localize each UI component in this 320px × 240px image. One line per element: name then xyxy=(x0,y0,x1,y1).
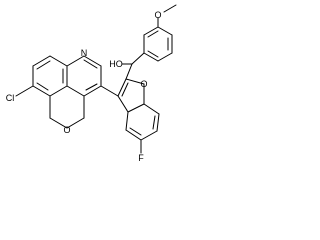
bond-lines xyxy=(15,4,177,154)
chlorine-label: Cl xyxy=(6,93,15,103)
fluorine-label: F xyxy=(138,153,144,163)
chemical-structure-diagram: Cl N O O HO F O xyxy=(0,0,184,189)
atom-labels: Cl N O O HO F O xyxy=(6,10,162,163)
pyridine-nitrogen-label: N xyxy=(81,48,88,58)
pyran-oxygen-label: O xyxy=(63,125,70,135)
methoxy-oxygen-label: O xyxy=(154,10,161,20)
background xyxy=(0,0,184,189)
furan-oxygen-label: O xyxy=(140,79,147,89)
hydroxyl-label: HO xyxy=(109,59,123,69)
